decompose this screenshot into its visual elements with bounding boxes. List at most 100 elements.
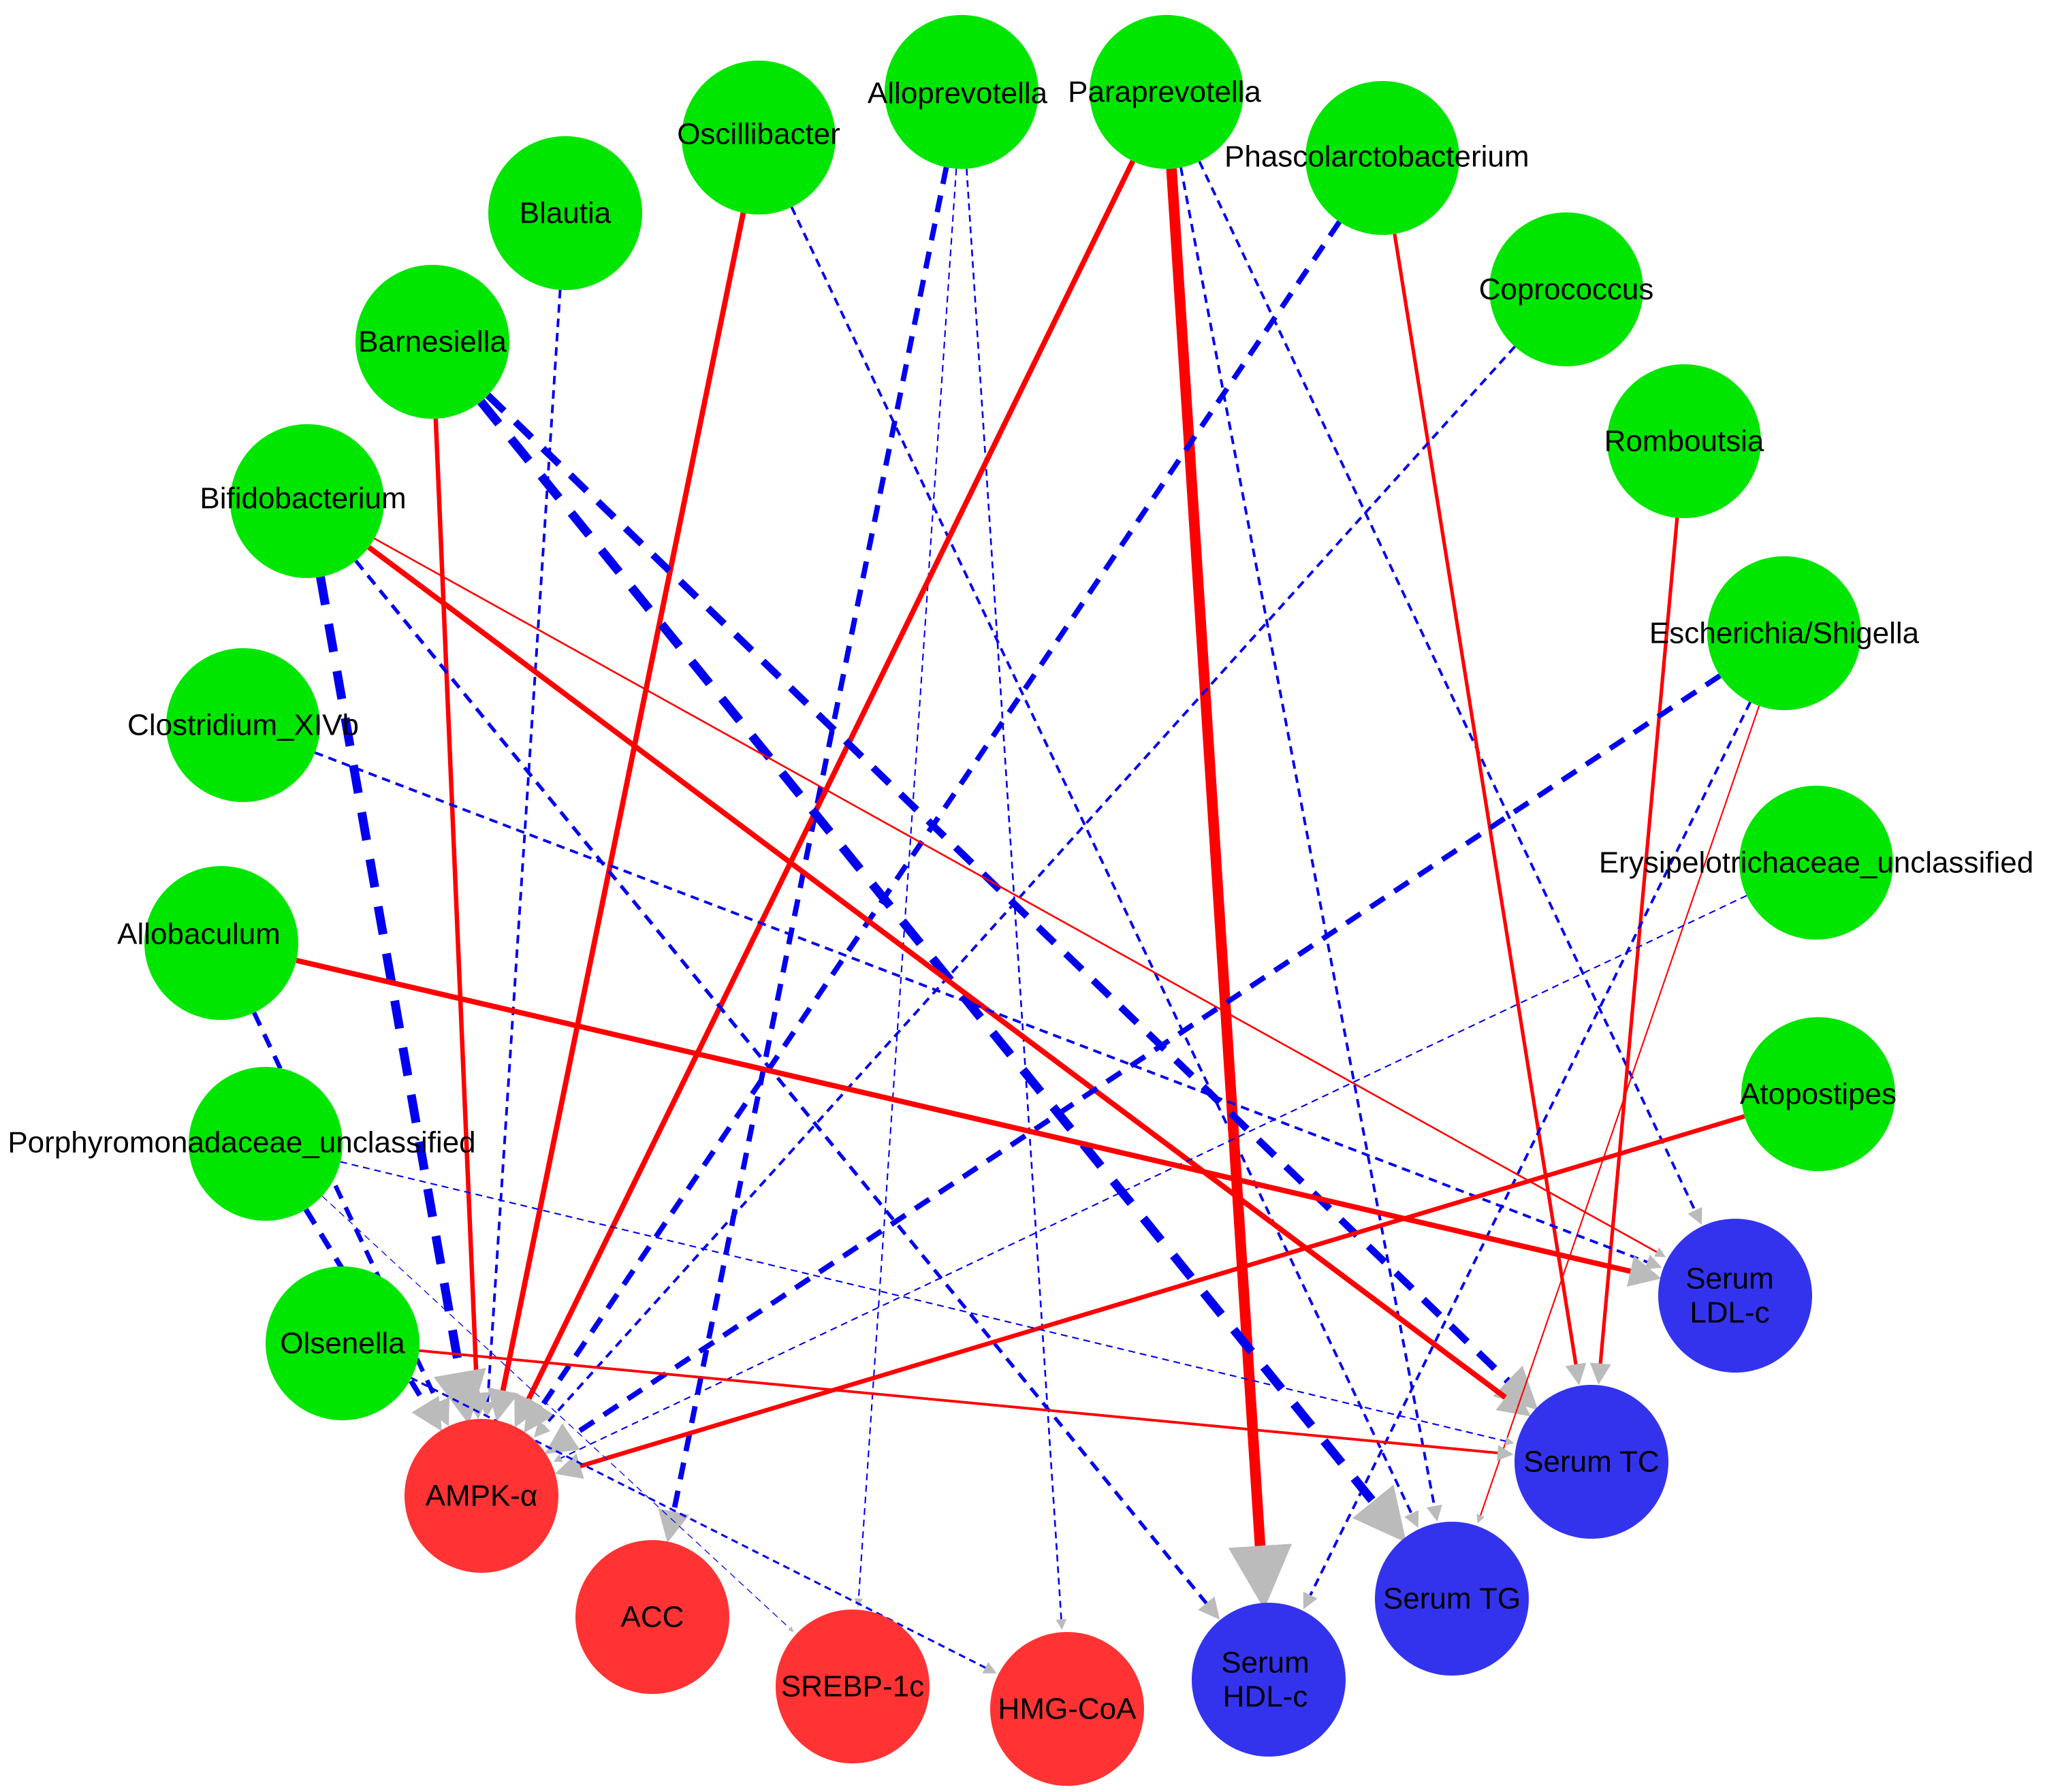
node-escherichia[interactable]: Escherichia/Shigella (1649, 556, 1920, 710)
edge-alloprevotella-to-acc (658, 166, 949, 1543)
node-label-escherichia: Escherichia/Shigella (1649, 617, 1920, 650)
node-label-ldl-line1: Serum (1685, 1262, 1774, 1296)
node-circle-paraprevotella[interactable] (1090, 15, 1243, 169)
node-circle-erysipelotrichaceae[interactable] (1739, 786, 1893, 940)
edge-barnesiella-to-tg (477, 398, 1407, 1543)
node-label-hdl-line1: Serum (1221, 1646, 1310, 1680)
node-bifidobacterium[interactable]: Bifidobacterium (200, 424, 407, 578)
edge-bifidobacterium-to-hdl (354, 559, 1220, 1620)
node-circle-tc[interactable] (1515, 1385, 1668, 1539)
node-label-hmgcoa: HMG-CoA (998, 1693, 1137, 1726)
node-circle-bifidobacterium[interactable] (230, 424, 384, 578)
node-label-erysipelotrichaceae: Erysipelotrichaceae_unclassified (1599, 846, 2033, 880)
node-circle-blautia[interactable] (488, 136, 642, 290)
node-circle-alloprevotella[interactable] (885, 15, 1039, 169)
node-acc[interactable]: ACC (575, 1540, 729, 1694)
edge-atopostipes-to-ampk (554, 1114, 1745, 1479)
edge-paraprevotella-to-ldl (1198, 161, 1702, 1225)
node-label-ldl-line2: LDL-c (1690, 1296, 1769, 1330)
edge-alloprevotella-to-srebp (854, 168, 957, 1607)
node-circle-allobaculum[interactable] (144, 866, 298, 1020)
node-circle-coprococcus[interactable] (1489, 212, 1643, 366)
edge-allobaculum-to-ldl (296, 957, 1662, 1287)
node-label-romboutsia: Romboutsia (1604, 425, 1764, 458)
edge-escherichia-to-tg (1476, 705, 1760, 1524)
node-phascolarctobacterium[interactable]: Phascolarctobacterium (1224, 81, 1529, 235)
edge-alloprevotella-to-hmgcoa (966, 168, 1067, 1630)
node-label-oscillibacter: Oscillibacter (677, 118, 840, 151)
edge-olsenella-to-tc (419, 1349, 1514, 1461)
edge-oscillibacter-to-tg (790, 206, 1419, 1529)
edge-porphyromonadaceae-to-srebp (321, 1196, 794, 1633)
nodes-layer: Oscillibacter Alloprevotella Paraprevotell… (7, 15, 2033, 1786)
node-barnesiella[interactable]: Barnesiella (355, 265, 509, 419)
node-oscillibacter[interactable]: Oscillibacter (677, 61, 840, 214)
node-srebp[interactable]: SREBP-1c (776, 1610, 930, 1763)
node-circle-srebp[interactable] (776, 1610, 930, 1763)
edges-layer (252, 159, 1760, 1674)
node-circle-olsenella[interactable] (266, 1266, 419, 1420)
node-circle-escherichia[interactable] (1707, 556, 1861, 710)
node-circle-clostridium[interactable] (166, 648, 320, 802)
edge-escherichia-to-hdl (1303, 701, 1751, 1610)
node-olsenella[interactable]: Olsenella (266, 1266, 419, 1420)
node-label-porphyromonadaceae: Porphyromonadaceae_unclassified (7, 1126, 475, 1159)
node-circle-atopostipes[interactable] (1741, 1017, 1895, 1171)
node-tc[interactable]: Serum TC (1515, 1385, 1668, 1539)
node-atopostipes[interactable]: Atopostipes (1740, 1017, 1897, 1171)
edge-oscillibacter-to-ampk (487, 212, 746, 1422)
edge-barnesiella-to-ampk (433, 418, 491, 1420)
node-circle-ampk[interactable] (405, 1419, 558, 1573)
node-label-clostridium: Clostridium_XIVb (127, 709, 359, 742)
node-label-barnesiella: Barnesiella (358, 325, 507, 359)
node-circle-phascolarctobacterium[interactable] (1305, 81, 1459, 235)
node-label-blautia: Blautia (520, 197, 612, 230)
node-label-atopostipes: Atopostipes (1740, 1078, 1897, 1111)
node-circle-oscillibacter[interactable] (682, 61, 836, 214)
node-erysipelotrichaceae[interactable]: Erysipelotrichaceae_unclassified (1599, 786, 2033, 940)
edge-porphyromonadaceae-to-tc (340, 1161, 1515, 1445)
node-circle-porphyromonadaceae[interactable] (189, 1067, 343, 1221)
node-clostridium[interactable]: Clostridium_XIVb (127, 648, 359, 802)
node-circle-tg[interactable] (1375, 1522, 1529, 1676)
edge-bifidobacterium-to-tc (367, 545, 1531, 1417)
node-label-acc: ACC (621, 1601, 684, 1634)
edge-barnesiella-to-tc (485, 392, 1538, 1411)
node-label-ampk: AMPK-α (426, 1479, 538, 1513)
node-label-phascolarctobacterium: Phascolarctobacterium (1224, 140, 1529, 174)
node-label-hdl-line2: HDL-c (1223, 1680, 1308, 1714)
node-label-paraprevotella: Paraprevotella (1068, 76, 1261, 109)
node-circle-hdl[interactable] (1192, 1603, 1346, 1757)
edge-bifidobacterium-to-ldl (374, 537, 1666, 1258)
node-paraprevotella[interactable]: Paraprevotella (1068, 15, 1261, 169)
node-label-allobaculum: Allobaculum (117, 918, 281, 951)
node-allobaculum[interactable]: Allobaculum (117, 866, 298, 1020)
node-circle-barnesiella[interactable] (355, 265, 509, 419)
edge-phascolarctobacterium-to-tc (1393, 234, 1587, 1386)
node-alloprevotella[interactable]: Alloprevotella (868, 15, 1048, 169)
node-circle-romboutsia[interactable] (1607, 364, 1761, 518)
node-circle-hmgcoa[interactable] (990, 1632, 1144, 1786)
node-label-srebp: SREBP-1c (781, 1670, 924, 1703)
node-label-coprococcus: Coprococcus (1479, 273, 1654, 306)
node-romboutsia[interactable]: Romboutsia (1604, 364, 1764, 518)
node-circle-ldl[interactable] (1658, 1219, 1812, 1373)
node-label-olsenella: Olsenella (280, 1327, 405, 1360)
node-label-tc: Serum TC (1523, 1445, 1660, 1479)
edge-romboutsia-to-tc (1589, 517, 1679, 1385)
edge-clostridium-to-ldl (314, 751, 1662, 1270)
node-circle-acc[interactable] (575, 1540, 729, 1694)
node-tg[interactable]: Serum TG (1375, 1522, 1529, 1676)
edge-paraprevotella-to-ampk (514, 159, 1136, 1428)
node-ampk[interactable]: AMPK-α (405, 1419, 558, 1573)
node-blautia[interactable]: Blautia (488, 136, 642, 290)
node-porphyromonadaceae[interactable]: Porphyromonadaceae_unclassified (7, 1067, 476, 1221)
node-hmgcoa[interactable]: HMG-CoA (990, 1632, 1144, 1786)
edge-paraprevotella-to-hdl (1166, 168, 1293, 1610)
node-coprococcus[interactable]: Coprococcus (1479, 212, 1654, 366)
edge-escherichia-to-ampk (544, 673, 1722, 1454)
node-label-alloprevotella: Alloprevotella (868, 77, 1048, 110)
